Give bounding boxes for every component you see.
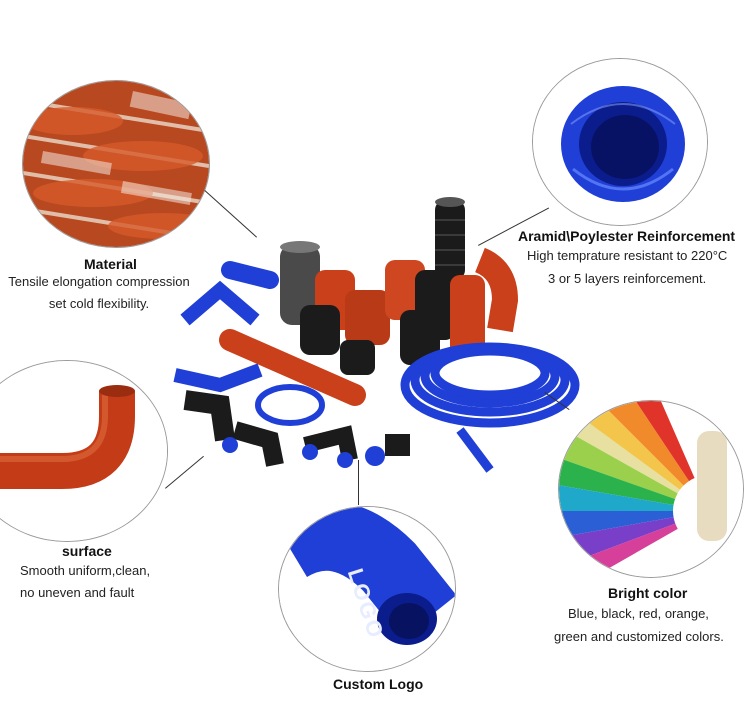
- material-line-2: set cold flexibility.: [48, 296, 150, 311]
- bright-color-photo: [558, 400, 744, 578]
- bright-line-2: green and customized colors.: [554, 629, 724, 644]
- reinforcement-line-2: 3 or 5 layers reinforcement.: [548, 271, 707, 286]
- surface-title: surface: [62, 543, 112, 559]
- logo-title: Custom Logo: [333, 676, 424, 692]
- bright-line-1: Blue, black, red, orange,: [568, 606, 709, 621]
- surface-photo: [0, 360, 168, 542]
- reinforcement-line-1: High temprature resistant to 220°C: [527, 248, 728, 263]
- surface-line-1: Smooth uniform,clean,: [20, 563, 151, 578]
- reinforcement-photo: [532, 58, 708, 226]
- hose-products-cluster: [173, 197, 580, 473]
- custom-logo-photo: LOGO: [278, 506, 456, 672]
- reinforcement-title: Aramid\Poylester Reinforcement: [518, 228, 736, 244]
- material-title: Material: [84, 256, 137, 272]
- black-coupler-stack: [435, 197, 465, 280]
- surface-line-2: no uneven and fault: [20, 585, 135, 600]
- bright-title: Bright color: [608, 585, 688, 601]
- material-line-1: Tensile elongation compression: [8, 274, 190, 289]
- logo-leader: [358, 460, 359, 505]
